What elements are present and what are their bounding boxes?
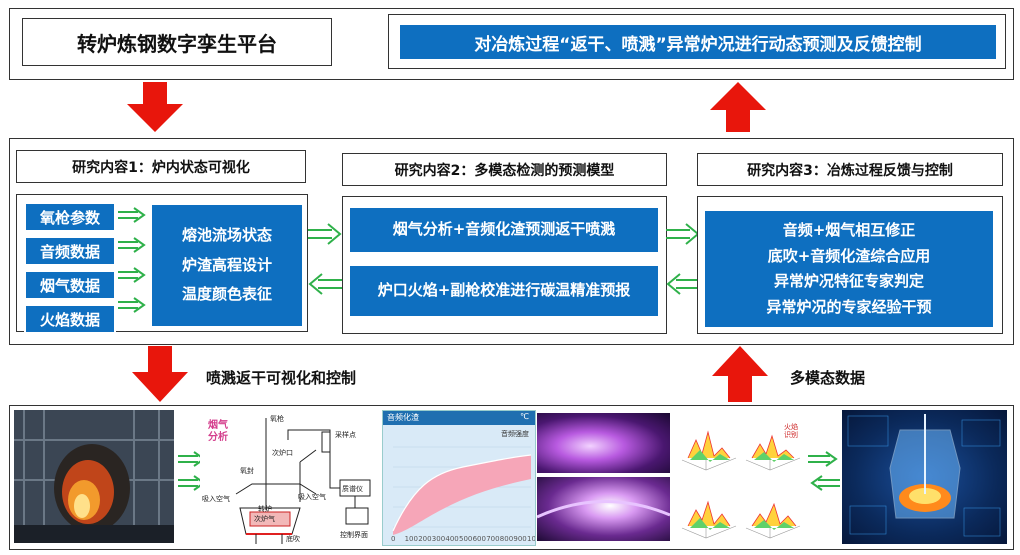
arrows-photo-diagram (178, 451, 206, 491)
caption-left: 喷溅返干可视化和控制 (206, 369, 357, 387)
audio-x-tick: 600 (473, 535, 486, 543)
label-converter: 转炉 (258, 505, 272, 513)
flame-image-bottom (537, 477, 670, 541)
content-3-item: 异常炉况的专家经验干预 (766, 297, 932, 316)
research-1-label: 研究内容1：炉内状态可视化 (16, 150, 306, 183)
svg-text:分析: 分析 (208, 430, 228, 443)
input-oxygen-lance: 氧枪参数 (24, 202, 116, 232)
label-air-in-right: 吸入空气 (298, 493, 326, 501)
audio-panel-legend: 音频强度 (501, 430, 529, 438)
research-2-label: 研究内容2：多模态检测的预测模型 (342, 153, 667, 186)
audio-x-tick: 500 (459, 535, 472, 543)
label-oxygen-lance: 氧枪 (270, 415, 284, 423)
research-3-label: 研究内容3：冶炼过程反馈与控制 (697, 153, 1003, 186)
input-audio: 音频数据 (24, 236, 116, 266)
content-3-item: 底吹+音频化渣综合应用 (767, 246, 931, 265)
content-3-item: 音频+烟气相互修正 (782, 221, 916, 239)
audio-x-tick: 700 (486, 535, 499, 543)
content-1-item: 炉渣高程设计 (181, 255, 272, 274)
audio-x-tick: 0 (391, 535, 395, 543)
up-arrow-bottom (712, 346, 768, 402)
down-arrow-bottom (132, 346, 188, 402)
arrow-c1-c2 (308, 223, 342, 295)
label-bottom-blow: 底吹 (286, 535, 300, 543)
svg-text:烟气: 烟气 (208, 418, 228, 431)
platform-title: 转炉炼钢数字孪生平台 (22, 18, 332, 66)
content-1-item: 温度颜色表征 (181, 285, 272, 304)
content-2-bottom: 炉口火焰+副枪校准进行碳温精准预报 (350, 266, 658, 316)
input-arrows (118, 207, 146, 313)
label-sample-point: 采样点 (335, 431, 356, 439)
input-flue-gas: 烟气数据 (24, 270, 116, 300)
flame-recognition-label: 火焰 识别 (784, 423, 798, 439)
audio-panel-title: 音频化渣 (387, 413, 419, 422)
caption-right: 多模态数据 (790, 369, 866, 387)
audio-x-tick: 900 (513, 535, 526, 543)
audio-x-tick: 200 (418, 535, 431, 543)
up-arrow-top (710, 82, 766, 132)
audio-panel-header: 音频化渣 ℃ (383, 411, 535, 425)
converter-photo (14, 410, 174, 543)
content-3-item: 异常炉况特征专家判定 (773, 272, 924, 290)
label-oxygen-seal: 氧封 (240, 467, 254, 475)
audio-x-tick: 800 (500, 535, 513, 543)
audio-x-tick: 100 (405, 535, 418, 543)
content-2-top: 烟气分析+音频化渣预测返干喷溅 (350, 208, 658, 252)
flame-image-top (537, 413, 670, 473)
audio-x-ticks: 0 1002003004005006007008009001000 (391, 535, 535, 543)
label-control-ui: 控制界面 (340, 531, 368, 539)
label-secondary-hood: 次炉口 (272, 449, 293, 457)
content-1-box: 熔池流场状态 炉渣高程设计 温度颜色表征 (152, 205, 302, 326)
goal-text: 对冶炼过程“返干、喷溅”异常炉况进行动态预测及反馈控制 (400, 25, 996, 59)
audio-panel-unit: ℃ (520, 412, 529, 421)
label-mass-spec: 质谱仪 (342, 485, 363, 493)
audio-x-tick: 1000 (527, 535, 535, 543)
multimodal-plots: 火焰 识别 (676, 410, 806, 544)
digital-twin-render (842, 410, 1007, 544)
down-arrow-top (127, 82, 183, 132)
label-secondary-furnace: 次炉气 (254, 515, 275, 523)
process-diagram: 烟气 分析 氧枪 采样点 次炉口 氧封 吸入空气 吸入空气 质谱仪 转炉 次炉气… (200, 410, 380, 546)
label-air-in-left: 吸入空气 (202, 495, 230, 503)
content-1-item: 熔池流场状态 (181, 226, 272, 245)
input-flame: 火焰数据 (24, 304, 116, 334)
content-3-box: 音频+烟气相互修正 底吹+音频化渣综合应用 异常炉况特征专家判定 异常炉况的专家… (705, 211, 993, 327)
arrows-plots-model (808, 451, 840, 491)
input-list: 氧枪参数 音频数据 烟气数据 火焰数据 (24, 202, 116, 334)
audio-x-tick: 400 (445, 535, 458, 543)
audio-x-tick: 300 (432, 535, 445, 543)
